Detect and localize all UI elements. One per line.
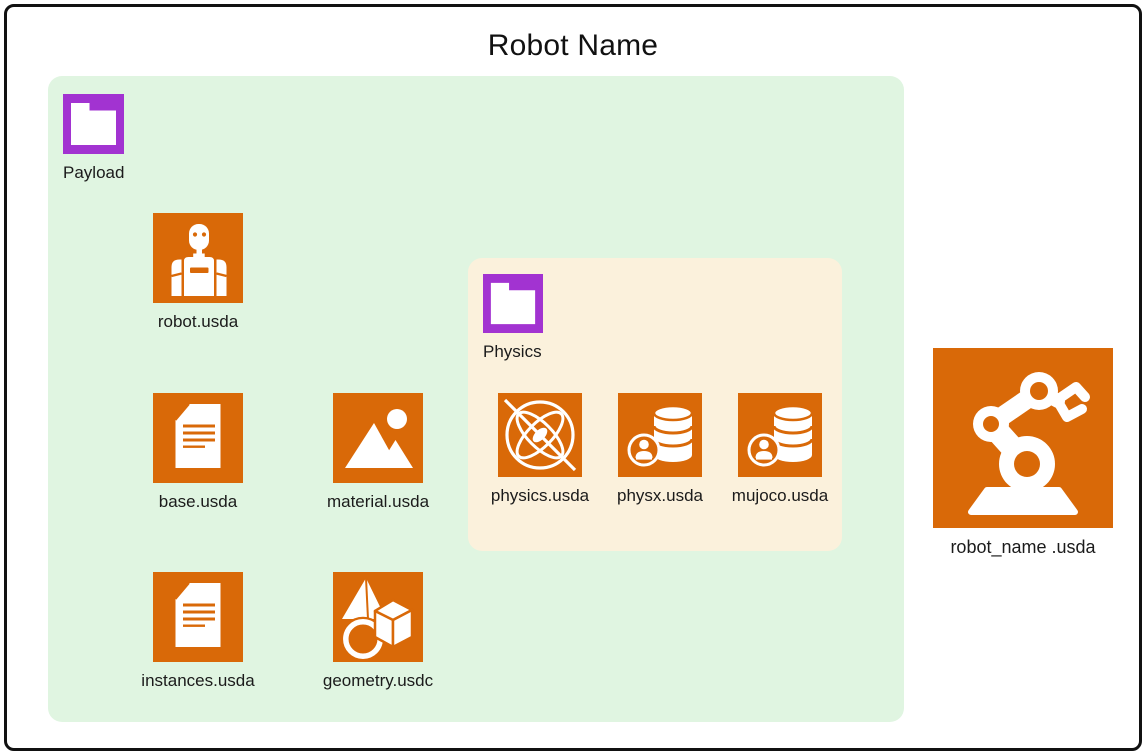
- shapes-icon: [333, 572, 423, 662]
- file-robot-name-usda: robot_name .usda: [923, 348, 1123, 558]
- database-user-icon: [738, 393, 822, 477]
- page-title: Robot Name: [7, 29, 1139, 63]
- document-icon: [153, 572, 243, 662]
- file-base-usda: base.usda: [98, 393, 298, 512]
- robot-arm-icon: [933, 348, 1113, 528]
- folder-label: Payload: [63, 163, 124, 183]
- physics-folder: Physics: [483, 274, 543, 362]
- file-geometry-usdc: geometry.usdc: [278, 572, 478, 691]
- folder-label: Physics: [483, 342, 542, 362]
- file-label: base.usda: [159, 492, 237, 512]
- document-icon: [153, 393, 243, 483]
- file-label: robot_name .usda: [950, 537, 1095, 558]
- file-mujoco-usda: mujoco.usda: [680, 393, 880, 506]
- file-label: geometry.usdc: [323, 671, 433, 691]
- folder-icon: [63, 94, 124, 154]
- file-label: robot.usda: [158, 312, 238, 332]
- folder-icon: [483, 274, 543, 333]
- humanoid-robot-icon: [153, 213, 243, 303]
- payload-folder: Payload: [63, 94, 124, 183]
- file-instances-usda: instances.usda: [98, 572, 298, 691]
- file-label: material.usda: [327, 492, 429, 512]
- file-robot-usda: robot.usda: [98, 213, 298, 332]
- image-icon: [333, 393, 423, 483]
- file-label: mujoco.usda: [732, 486, 828, 506]
- file-label: instances.usda: [141, 671, 254, 691]
